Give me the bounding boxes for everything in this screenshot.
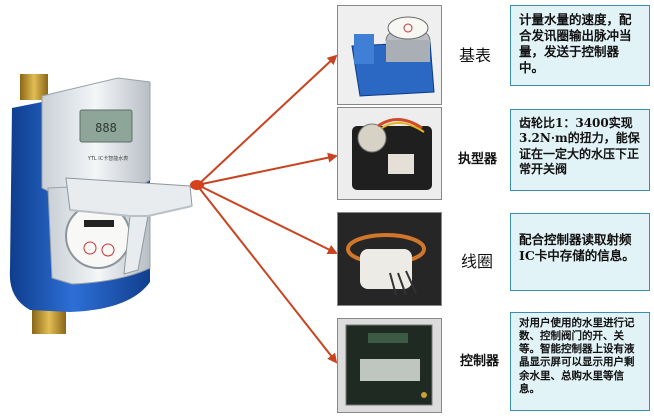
- coil-block: [360, 249, 412, 289]
- label-base-meter: 基表: [459, 46, 492, 65]
- meter-dial-counter: [84, 220, 114, 227]
- controller-lcd: [360, 359, 420, 381]
- meter-flip-cover-edge: [69, 205, 193, 217]
- arrow-to-base-meter: [199, 54, 338, 184]
- coil-leads: [389, 270, 417, 296]
- photo-base-meter: [337, 5, 442, 105]
- actuator-motor: [357, 123, 387, 153]
- photo-controller: [337, 318, 442, 413]
- arrow-to-controller: [199, 188, 338, 364]
- base-meter-dial: [387, 16, 429, 40]
- actuator-gearbox: [388, 154, 414, 174]
- label-coil: 线圈: [461, 252, 494, 271]
- description-actuator-text: 齿轮比1：3400实现3.2N·m的扭力，能保证在一定大的水压下正常开关阀: [519, 116, 640, 177]
- arrow-to-actuator: [201, 152, 338, 185]
- base-meter-clip: [354, 34, 374, 64]
- description-coil: 配合控制器读取射频IC卡中存储的信息。: [510, 213, 650, 291]
- description-controller: 对用户使用的水里进行记数、控制阀门的开、关等。智能控制器上设有液晶显示屏可以显示…: [510, 312, 650, 411]
- arrow-to-coil: [201, 186, 338, 254]
- photo-coil: [337, 212, 442, 306]
- description-controller-text: 对用户使用的水里进行记数、控制阀门的开、关等。智能控制器上设有液晶显示屏可以显示…: [519, 317, 635, 395]
- description-coil-text: 配合控制器读取射频IC卡中存储的信息。: [519, 232, 635, 263]
- base-meter-cylinder-side: [386, 40, 430, 62]
- actuator-wires: [377, 118, 423, 130]
- meter-model-label: YTL IC卡智能水表: [87, 155, 128, 162]
- description-base-meter-text: 计量水量的速度，配合发讯圈输出脉冲当量，发送于控制器中。: [519, 12, 632, 75]
- meter-lcd-digits: 888: [95, 121, 117, 135]
- meter-dial-sub: [83, 241, 97, 255]
- meter-lcd: [79, 109, 133, 143]
- meter-dial-sub: [101, 243, 115, 257]
- description-actuator: 齿轮比1：3400实现3.2N·m的扭力，能保证在一定大的水压下正常开关阀: [510, 109, 650, 191]
- description-base-meter: 计量水量的速度，配合发讯圈输出脉冲当量，发送于控制器中。: [510, 5, 650, 86]
- label-controller: 控制器: [460, 354, 500, 369]
- label-actuator: 执型器: [458, 152, 498, 167]
- photo-actuator: [337, 107, 442, 200]
- water-meter-image: 888 YTL IC卡智能水表: [9, 74, 193, 334]
